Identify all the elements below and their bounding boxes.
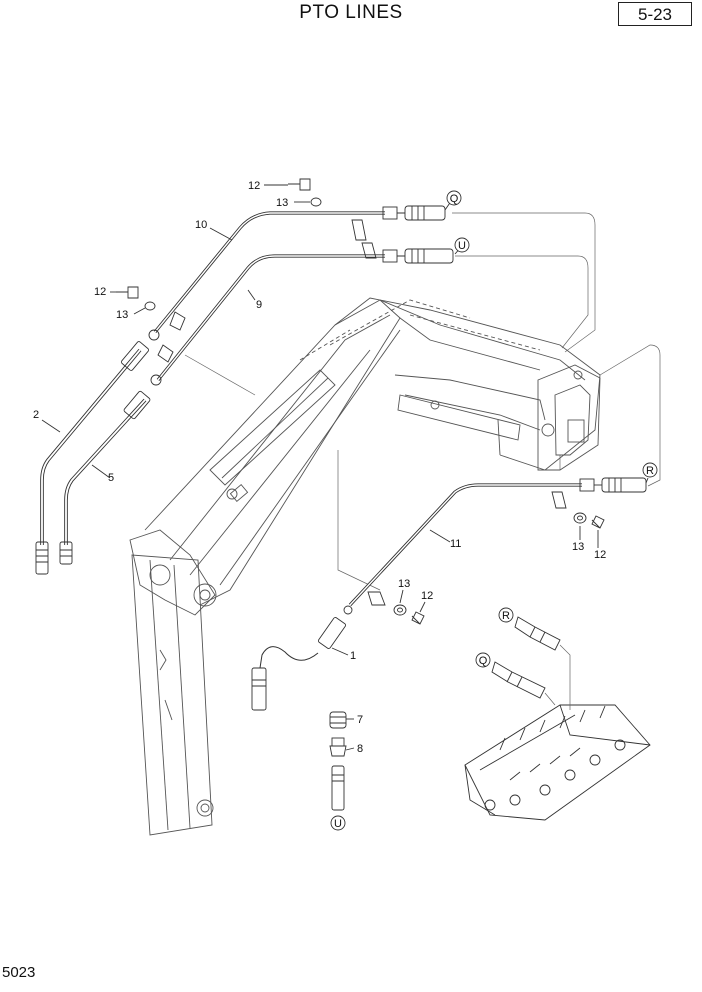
control-valve-block (464, 704, 651, 821)
callout-13: 13 (276, 197, 288, 209)
connector-label-circle (642, 462, 658, 478)
pipe-9 (156, 254, 385, 382)
connector-q-label: Q (479, 655, 488, 667)
callout-12: 12 (248, 180, 260, 192)
connector-u-label: U (458, 240, 466, 252)
connector-label-circle (330, 815, 346, 831)
connector-label-circle (475, 652, 491, 668)
clamp-bracket (551, 491, 567, 509)
hose-top-fitting (121, 341, 149, 371)
callout-10: 10 (195, 219, 207, 231)
washer-13 (573, 512, 587, 524)
valve-connector-r (514, 616, 571, 710)
boom-assembly (129, 297, 601, 836)
clamp-bracket (351, 219, 367, 241)
washer-13 (393, 604, 407, 616)
fitting (382, 206, 398, 220)
callout-2: 2 (33, 409, 39, 421)
connector-u-label: U (334, 818, 342, 830)
washer-13 (144, 301, 156, 311)
callout-13: 13 (572, 541, 584, 553)
figure-code: 5023 (2, 964, 36, 981)
valve-connector-q (491, 661, 556, 706)
callout-9: 9 (256, 299, 262, 311)
hose-2 (40, 348, 142, 545)
pipe-10 (153, 211, 385, 334)
hose-end-fitting (35, 541, 49, 575)
washer-13 (310, 197, 322, 207)
bolt-12 (116, 286, 139, 299)
callout-1: 1 (350, 650, 356, 662)
connector-r-label: R (646, 465, 654, 477)
connector-label-circle (454, 237, 470, 253)
page-title: PTO LINES (299, 2, 403, 23)
callout-13: 13 (116, 309, 128, 321)
callout-12: 12 (594, 549, 606, 561)
connector-r-label: R (502, 610, 510, 622)
callout-11: 11 (450, 538, 461, 550)
callout-13: 13 (398, 578, 410, 590)
bolt-12 (411, 611, 425, 625)
hose-5 (64, 398, 147, 545)
fitting-7 (329, 711, 347, 729)
bolt-12 (591, 515, 605, 529)
hose-top-fitting (123, 390, 151, 420)
callout-8: 8 (357, 743, 363, 755)
hose-1 (251, 605, 353, 711)
connector-r (601, 477, 647, 493)
coupler-u (331, 765, 345, 811)
connector-q (404, 205, 446, 221)
callout-12: 12 (421, 590, 433, 602)
page-number-box: 5-23 (618, 2, 692, 26)
fitting-8 (329, 737, 347, 757)
connector-label-circle (446, 190, 462, 206)
clamp-bracket (361, 242, 377, 259)
connector-q-label: Q (450, 193, 459, 205)
callout-7: 7 (357, 714, 363, 726)
connector-u (404, 248, 454, 264)
fitting (382, 249, 398, 263)
callout-5: 5 (108, 472, 114, 484)
hose-end-fitting (59, 541, 73, 565)
callout-12: 12 (94, 286, 106, 298)
bolt-12 (288, 178, 311, 191)
connector-label-circle (498, 607, 514, 623)
pipe-11 (348, 483, 582, 607)
